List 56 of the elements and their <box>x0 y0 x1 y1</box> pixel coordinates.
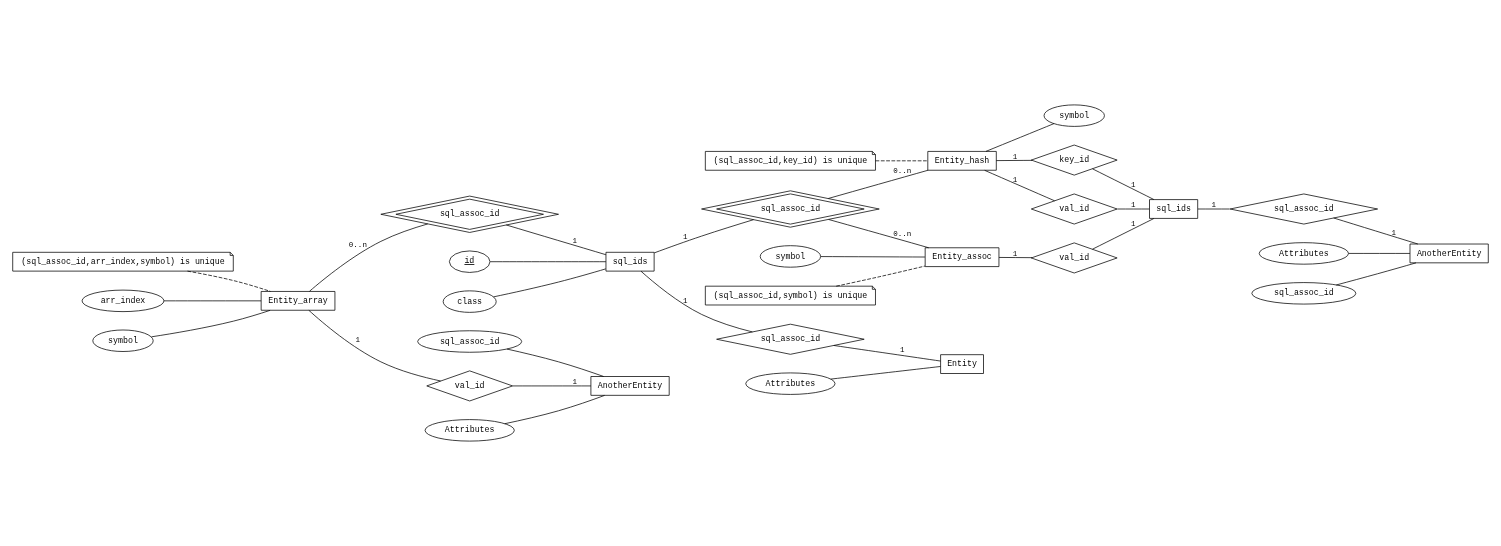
node-ellipse: sql_assoc_id <box>417 330 523 353</box>
connector <box>827 169 929 199</box>
connector <box>506 348 604 377</box>
connector <box>835 265 926 287</box>
connector <box>1335 262 1417 286</box>
connector <box>828 219 930 249</box>
connector <box>1092 218 1155 250</box>
connector <box>830 366 941 380</box>
connector <box>653 219 754 254</box>
node-box: Entity_assoc <box>924 247 1000 267</box>
connector <box>512 385 592 387</box>
node-box: sql_ids <box>1149 199 1199 219</box>
connector <box>998 257 1033 259</box>
connector <box>995 159 1033 161</box>
node-box: Entity_array <box>260 291 336 311</box>
node-ellipse: symbol <box>92 329 154 352</box>
connector <box>1092 168 1155 200</box>
node-ellipse: sql_assoc_id <box>1251 282 1357 305</box>
node-diamond: val_id <box>1030 193 1118 225</box>
connector <box>985 123 1055 152</box>
connector <box>984 169 1055 202</box>
connector <box>504 395 605 425</box>
connector <box>820 256 926 258</box>
connector <box>505 224 607 256</box>
node-diamond: sql_assoc_id <box>1229 193 1378 225</box>
connector <box>187 270 271 292</box>
connector <box>493 268 607 298</box>
node-box: AnotherEntity <box>1409 243 1489 264</box>
connector <box>308 309 441 382</box>
connector <box>163 300 262 302</box>
node-ellipse: arr_index <box>81 289 165 312</box>
connector <box>1333 217 1419 245</box>
node-diamond: val_id <box>1030 242 1118 274</box>
node-diamond: key_id <box>1030 144 1118 176</box>
connector <box>309 223 429 292</box>
node-diamond: sql_assoc_id <box>716 323 865 355</box>
connector <box>1116 208 1150 210</box>
node-ellipse: symbol <box>1043 104 1105 127</box>
connector <box>1348 253 1411 254</box>
node-ellipse: Attributes <box>745 372 836 395</box>
node-box: Entity <box>940 354 984 374</box>
node-diamond: val_id <box>426 370 513 402</box>
node-box: AnotherEntity <box>590 376 670 396</box>
node-box: Entity_hash <box>927 151 997 171</box>
connector <box>151 309 271 338</box>
node-ellipse: symbol <box>759 245 821 268</box>
node-ellipse: Attributes <box>424 419 515 442</box>
connector <box>489 261 607 263</box>
connector <box>833 345 941 362</box>
connector <box>640 270 753 333</box>
node-ellipse: id <box>449 250 491 273</box>
node-box: sql_ids <box>605 251 655 272</box>
node-ellipse: Attributes <box>1258 242 1349 265</box>
connector <box>875 160 929 162</box>
connector <box>1197 208 1231 210</box>
node-ellipse: class <box>442 290 497 313</box>
